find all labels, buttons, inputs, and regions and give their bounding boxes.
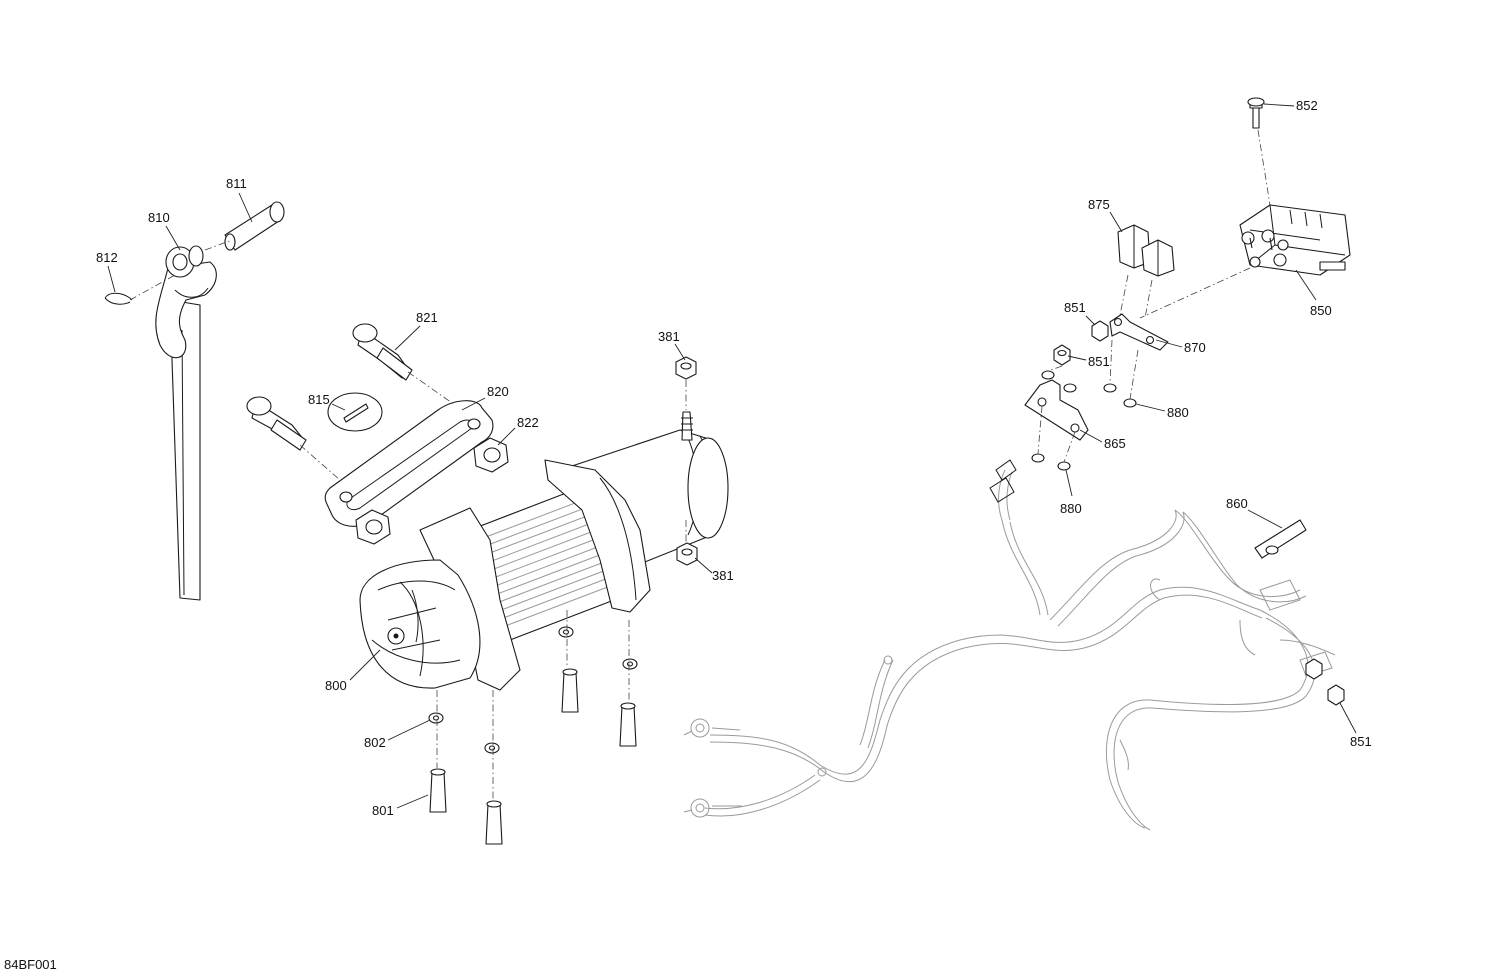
callout-860: 860 [1226, 496, 1248, 511]
callout-801: 801 [372, 803, 394, 818]
callout-851-middle: 851 [1088, 354, 1110, 369]
callout-810: 810 [148, 210, 170, 225]
callout-822: 822 [517, 415, 539, 430]
leader-lines [107, 103, 1357, 809]
callout-815: 815 [308, 392, 330, 407]
callout-851-lower: 851 [1350, 734, 1372, 749]
callout-812: 812 [96, 250, 118, 265]
callout-821: 821 [416, 310, 438, 325]
callout-852: 852 [1296, 98, 1318, 113]
contactor-assembly [1117, 97, 1351, 319]
callout-381-bottom: 381 [712, 568, 734, 583]
hook-strap-assembly [104, 201, 285, 601]
bracket-assembly [1024, 313, 1169, 471]
callout-851-upper: 851 [1064, 300, 1086, 315]
callout-880-lower: 880 [1060, 501, 1082, 516]
callout-865: 865 [1104, 436, 1126, 451]
fairlead-assembly [246, 323, 509, 545]
callout-850: 850 [1310, 303, 1332, 318]
callout-811: 811 [226, 176, 247, 191]
callout-381-top: 381 [658, 329, 680, 344]
winch-assembly [359, 356, 729, 845]
wire-harness [683, 459, 1345, 831]
drawing-code: 84BF001 [4, 957, 57, 972]
callout-820: 820 [487, 384, 509, 399]
callout-labels: 811 810 812 821 815 820 822 381 381 800 … [4, 98, 1372, 972]
callout-870: 870 [1184, 340, 1206, 355]
callout-880-upper: 880 [1167, 405, 1189, 420]
callout-802: 802 [364, 735, 386, 750]
callout-875: 875 [1088, 197, 1110, 212]
callout-800: 800 [325, 678, 347, 693]
